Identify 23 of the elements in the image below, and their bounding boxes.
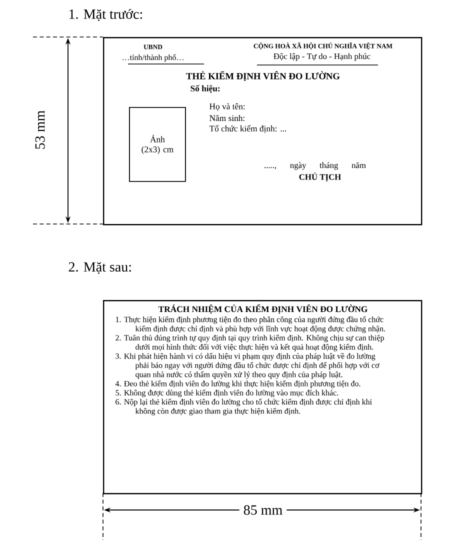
field-label: Năm sinh: xyxy=(210,114,244,122)
signature-title: CHỦ TỊCH xyxy=(299,172,341,182)
card-title: THẺ KIỂM ĐỊNH VIÊN ĐO LƯỜNG xyxy=(186,70,340,82)
section-heading: 1. Mặt trước: xyxy=(70,8,142,22)
list-item: 4. Đeo thẻ kiểm định viên đo lường khi thực hiện kiểm định phương tiện đo. xyxy=(115,380,360,388)
header-text: …tỉnh/thành phố… xyxy=(122,54,184,62)
dimension-label: 53 mm xyxy=(31,106,49,154)
section-heading: 2. Mặt sau: xyxy=(68,262,131,274)
field-label: Họ và tên: xyxy=(210,103,245,111)
card-front xyxy=(103,37,422,226)
list-item: 2. Tuân thủ đúng trình tự quy định tại quy trình kiểm định. Không chịu sự can thiệp dưới mọi hình thức đối với việc thực hiện và kết quả hoạt động kiểm định. xyxy=(116,334,384,352)
field-label: Số hiệu: xyxy=(190,85,220,93)
card-title: TRÁCH NHIỆM CỦA KIỂM ĐỊNH VIÊN ĐO LƯỜNG xyxy=(158,304,368,314)
list-item: 3. Khi phát hiện hành vi có dấu hiệu vi phạm quy định của pháp luật về đo lường phải báo ngay với người đứng đầu tổ chức được chỉ định để phối hợp với cơ quan nhà nước có thẩm quyền xử lý theo quy định của pháp luật. xyxy=(116,352,380,379)
list-item: 5. Không được dùng thẻ kiểm định viên đo lường vào mục đích khác. xyxy=(116,390,338,398)
dimension-label: 85 mm xyxy=(239,501,287,519)
list-item: 1. Thực hiện kiểm định phương tiện đo theo phân công của người đứng đầu tổ chức kiểm định được chỉ định và phù hợp với lĩnh vực hoạt động được chứng nhận. xyxy=(116,316,385,333)
list-item: 6. Nộp lại thẻ kiểm định viên đo lường cho tổ chức kiểm định được chỉ định khi không còn được giao tham gia thực hiện kiểm định. xyxy=(116,398,372,416)
card-back xyxy=(103,300,422,494)
field-label: Tổ chức kiểm định: ... xyxy=(209,125,286,133)
header-text: Độc lập - Tự do - Hạnh phúc xyxy=(274,53,370,61)
date-line: ....., ngày tháng năm xyxy=(264,162,366,170)
photo-box: Ảnh (2x3) cm xyxy=(129,107,186,182)
